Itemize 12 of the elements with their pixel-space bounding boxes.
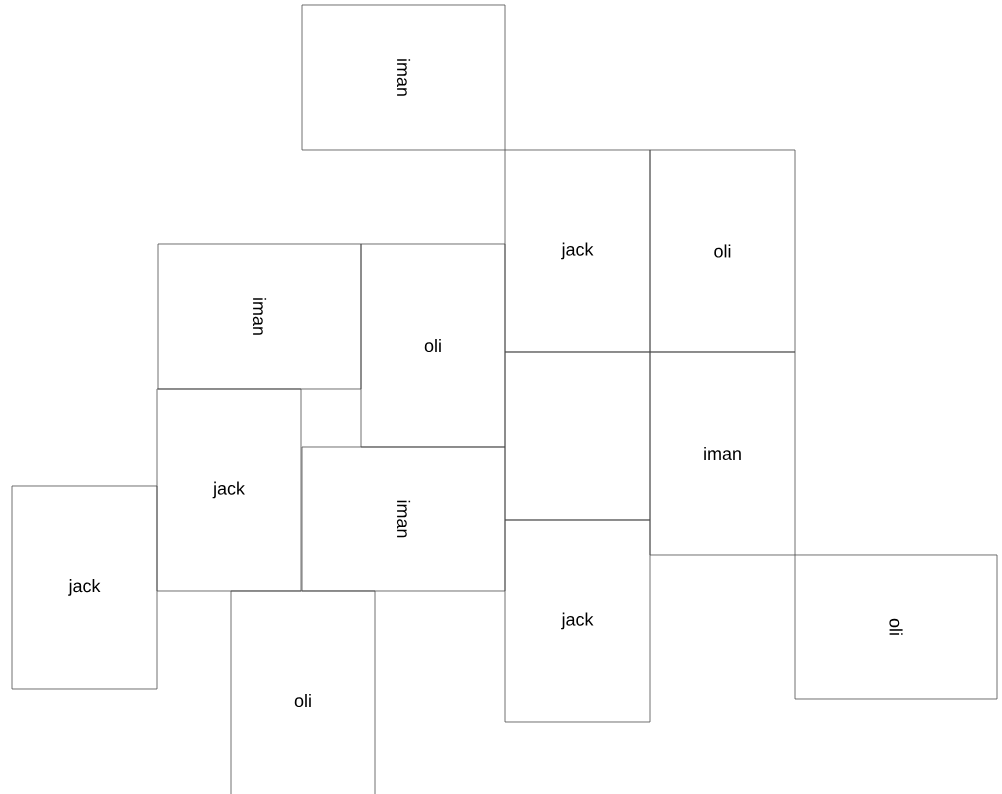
text-box: jack <box>504 149 651 353</box>
text-box: iman <box>301 4 506 151</box>
text-box: iman <box>157 243 362 390</box>
text-box: oli <box>794 554 998 700</box>
text-box: jack <box>11 485 158 690</box>
text-box: oli <box>230 590 376 794</box>
text-box: oli <box>649 149 796 353</box>
text-box: iman <box>301 446 506 592</box>
text-box: oli <box>360 243 506 448</box>
text-box: jack <box>156 388 302 592</box>
text-box: jack <box>504 519 651 723</box>
text-box: iman <box>649 351 796 556</box>
